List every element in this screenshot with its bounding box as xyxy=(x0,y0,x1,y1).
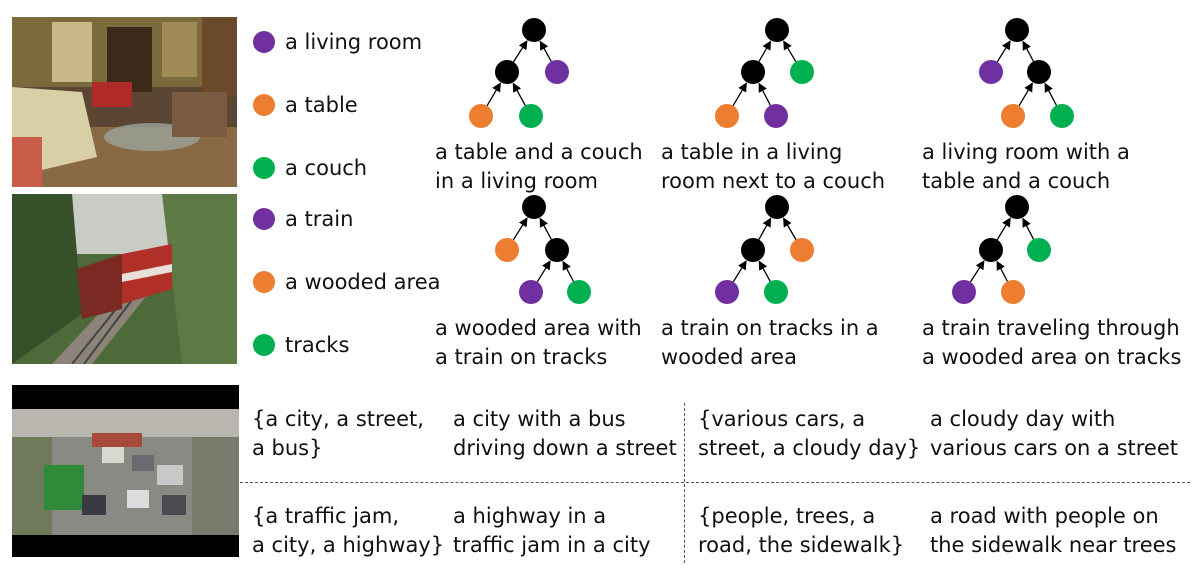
tree-edge-arrow xyxy=(758,82,772,106)
phrase-item: a couch xyxy=(253,153,367,183)
tree-node-orange xyxy=(715,104,739,128)
tree-node-composite xyxy=(765,195,789,219)
tree-diagrams xyxy=(469,18,1074,304)
grid-divider-horizontal xyxy=(240,482,1190,483)
tree-edge-arrow xyxy=(562,260,575,282)
tree-node-green xyxy=(1050,104,1074,128)
tree-node-orange xyxy=(790,238,814,262)
tree-node-orange xyxy=(495,238,519,262)
tree-node-composite xyxy=(1005,195,1029,219)
tree-edge-arrow xyxy=(539,217,552,240)
phrase-label: a wooded area xyxy=(285,270,441,294)
tree-node-composite xyxy=(522,195,546,219)
tree-node-green xyxy=(567,280,591,304)
phrase-label: tracks xyxy=(285,333,350,357)
tree-node-purple xyxy=(715,280,739,304)
train-photo xyxy=(12,194,237,364)
purple-dot xyxy=(253,31,275,53)
living-room-photo xyxy=(12,17,237,187)
phrase-set-cell: {a city, a street, a bus} xyxy=(252,407,424,460)
tree-caption: a living room with a table and a couch xyxy=(922,140,1130,193)
generated-caption-cell: a cloudy day with various cars on a stre… xyxy=(930,407,1179,460)
tree-node-composite xyxy=(495,60,519,84)
tree-edge-arrow xyxy=(782,217,797,240)
green-dot xyxy=(253,334,275,356)
orange-dot xyxy=(253,271,275,293)
tree-edge-arrow xyxy=(758,217,772,240)
tree-edge-arrow xyxy=(1022,217,1035,240)
traffic-photo xyxy=(12,385,239,557)
tree-node-composite xyxy=(1027,60,1051,84)
phrase-label: a couch xyxy=(285,156,368,180)
tree-edge-arrow xyxy=(536,260,551,283)
phrase-set-cell: {a traffic jam, a city, a highway} xyxy=(252,504,445,557)
phrase-item: tracks xyxy=(253,330,349,360)
tree-node-green xyxy=(764,280,788,304)
tree-edge-arrow xyxy=(486,82,501,106)
phrase-item: a train xyxy=(253,204,353,234)
tree-node-composite xyxy=(741,60,765,84)
orange-dot xyxy=(253,94,275,116)
tree-node-purple xyxy=(519,280,543,304)
tree-edge-arrow xyxy=(969,260,985,283)
green-dot xyxy=(253,157,275,179)
tree-edge-arrow xyxy=(758,260,771,282)
tree-edge-arrow xyxy=(996,40,1011,63)
tree-edge-arrow xyxy=(512,82,526,106)
tree-caption: a train on tracks in a wooded area xyxy=(661,316,879,369)
tree-node-orange xyxy=(469,104,493,128)
tree-node-composite xyxy=(765,18,789,42)
phrase-item: a table xyxy=(253,90,358,120)
tree-node-green xyxy=(1027,238,1051,262)
tree-edge-arrow xyxy=(539,40,552,62)
tree-edge-arrow xyxy=(1022,40,1035,62)
tree-node-green xyxy=(519,104,543,128)
tree-node-orange xyxy=(1001,104,1025,128)
generated-caption-cell: a city with a bus driving down a street xyxy=(453,407,677,460)
purple-dot xyxy=(253,208,275,230)
tree-node-orange xyxy=(1001,280,1025,304)
tree-node-purple xyxy=(952,280,976,304)
generated-caption-cell: a highway in a traffic jam in a city xyxy=(453,504,651,557)
tree-caption: a train traveling through a wooded area … xyxy=(922,316,1182,369)
tree-edge-arrow xyxy=(512,217,528,241)
phrase-item: a wooded area xyxy=(253,267,441,297)
phrase-item: a living room xyxy=(253,27,422,57)
tree-edge-arrow xyxy=(996,217,1011,241)
tree-node-composite xyxy=(522,18,546,42)
tree-node-purple xyxy=(764,104,788,128)
tree-node-green xyxy=(790,60,814,84)
generated-caption-cell: a road with people on the sidewalk near … xyxy=(930,504,1177,557)
tree-edge-arrow xyxy=(996,260,1009,282)
phrase-set-cell: {various cars, a street, a cloudy day} xyxy=(698,407,921,460)
tree-caption: a wooded area with a train on tracks xyxy=(435,316,642,369)
tree-node-composite xyxy=(979,238,1003,262)
phrase-label: a table xyxy=(285,93,358,117)
tree-node-composite xyxy=(545,238,569,262)
tree-edge-arrow xyxy=(732,82,747,106)
phrase-set-cell: {people, trees, a road, the sidewalk} xyxy=(698,504,905,557)
tree-node-purple xyxy=(979,60,1003,84)
tree-edge-arrow xyxy=(783,40,797,63)
tree-edge-arrow xyxy=(1018,82,1033,106)
tree-node-composite xyxy=(1005,18,1029,42)
tree-node-composite xyxy=(741,238,765,262)
phrase-label: a train xyxy=(285,207,354,231)
tree-node-purple xyxy=(545,60,569,84)
tree-edge-arrow xyxy=(732,260,747,283)
tree-caption: a table in a living room next to a couch xyxy=(661,140,886,193)
grid-divider-vertical xyxy=(684,403,685,563)
tree-edge-arrow xyxy=(1044,82,1058,106)
tree-caption: a table and a couch in a living room xyxy=(435,140,643,193)
tree-edge-arrow xyxy=(512,40,528,63)
phrase-label: a living room xyxy=(285,30,423,54)
tree-edge-arrow xyxy=(758,40,772,62)
